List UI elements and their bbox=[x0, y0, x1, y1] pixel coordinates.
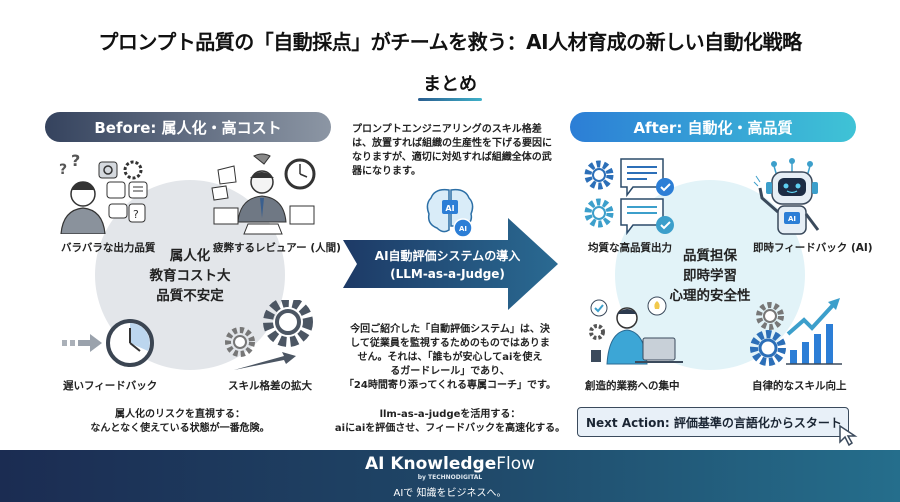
intro-text: プロンプトエンジニアリングのスキル格差は、放置すれば組織の生産性を下げる要因にな… bbox=[352, 124, 552, 177]
after-item-label: 創造的業務への集中 bbox=[585, 380, 680, 392]
subtitle-underline bbox=[418, 98, 482, 101]
after-item-label: 自律的なスキル向上 bbox=[752, 380, 847, 392]
body-line: 今回ご紹介した「自動評価システム」は、決 bbox=[350, 324, 550, 335]
before-center-word: 属人化 bbox=[169, 248, 211, 264]
before-item-label: 遅いフィードバック bbox=[63, 380, 158, 392]
after-center-word: 品質担保 bbox=[683, 248, 737, 264]
footer-byline: by TECHNODIGITAL bbox=[417, 474, 483, 481]
middle-note-line: aiにaiを評価させ、フィードバックを高速化する。 bbox=[334, 423, 566, 434]
before-item-label: 疲弊するレビュアー (人間) bbox=[213, 242, 341, 254]
body-text: 今回ご紹介した「自動評価システム」は、決 して従業員を監視するためのものではあり… bbox=[335, 323, 565, 393]
body-line: るガードレール」であり、 bbox=[390, 366, 510, 377]
page-title: プロンプト品質の「自動採点」がチームを救う：AI人材育成の新しい自動化戦略 bbox=[98, 30, 802, 54]
svg-text:?: ? bbox=[133, 208, 139, 221]
body-line: して従業員を監視するためのものではありま bbox=[350, 338, 550, 349]
after-item-label: 均質な高品質出力 bbox=[588, 242, 672, 254]
cursor-pointer-icon bbox=[839, 424, 858, 446]
svg-text:?: ? bbox=[59, 162, 67, 178]
after-item-label: 即時フィードバック (AI) bbox=[753, 242, 873, 254]
body-line: 「24時間寄り添ってくれる専属コーチ」です。 bbox=[343, 380, 557, 391]
ai-brain-icon: AI AI bbox=[426, 188, 474, 238]
before-center-words: 属人化 教育コスト大 品質不安定 bbox=[130, 246, 250, 306]
footer-tagline: AIで 知識をビジネスへ。 bbox=[393, 488, 507, 499]
robot-icon: AI bbox=[753, 158, 820, 235]
after-center-word: 心理的安全性 bbox=[669, 288, 751, 304]
confused-person-icon: ? ? ? bbox=[59, 152, 148, 234]
brain-badge-label: AI bbox=[459, 225, 467, 233]
after-center-words: 品質担保 即時学習 心理的安全性 bbox=[650, 246, 770, 306]
before-note-line: 属人化のリスクを直視する： bbox=[115, 409, 245, 420]
before-center-word: 品質不安定 bbox=[156, 288, 224, 304]
growth-chart-icon bbox=[750, 298, 842, 366]
middle-note: llm-as-a-judgeを活用する： aiにaiを評価させ、フィードバックを… bbox=[330, 408, 570, 436]
before-center-word: 教育コスト大 bbox=[149, 268, 231, 284]
person-laptop-icon bbox=[589, 296, 683, 365]
stressed-reviewer-icon bbox=[211, 153, 316, 235]
arrow-label-line: AI自動評価システムの導入 bbox=[374, 249, 521, 263]
robot-badge: AI bbox=[788, 215, 796, 223]
gears-icon bbox=[225, 300, 313, 370]
svg-text:?: ? bbox=[71, 152, 80, 170]
arrow-label: AI自動評価システムの導入 (LLM-as-a-Judge) bbox=[355, 247, 540, 283]
before-note: 属人化のリスクを直視する： なんとなく使えている状態が一番危険。 bbox=[60, 408, 300, 436]
before-item-label: バラバラな出力品質 bbox=[61, 242, 156, 254]
arrow-label-line: (LLM-as-a-Judge) bbox=[390, 267, 505, 281]
after-center-word: 即時学習 bbox=[683, 268, 737, 284]
after-heading: After: 自動化・高品質 bbox=[570, 112, 856, 142]
gear-checked-message-icon bbox=[584, 158, 674, 235]
body-line: せん。それは、「誰もが安心してaiを使え bbox=[357, 352, 543, 363]
footer-brand: AI KnowledgeFlow bbox=[0, 454, 900, 474]
transition-arrow bbox=[343, 218, 558, 310]
clock-icon bbox=[62, 319, 154, 367]
before-heading: Before: 属人化・高コスト bbox=[45, 112, 331, 142]
before-item-label: スキル格差の拡大 bbox=[228, 380, 312, 392]
before-note-line: なんとなく使えている状態が一番危険。 bbox=[90, 423, 270, 434]
footer-bar bbox=[0, 450, 900, 502]
section-subtitle: まとめ bbox=[423, 74, 477, 95]
brain-chip-label: AI bbox=[445, 204, 454, 213]
footer-brand-light: Flow bbox=[496, 454, 536, 474]
middle-note-line: llm-as-a-judgeを活用する： bbox=[379, 409, 521, 420]
next-action-button[interactable]: Next Action: 評価基準の言語化からスタート bbox=[577, 407, 849, 437]
footer-brand-bold: AI Knowledge bbox=[364, 454, 497, 474]
